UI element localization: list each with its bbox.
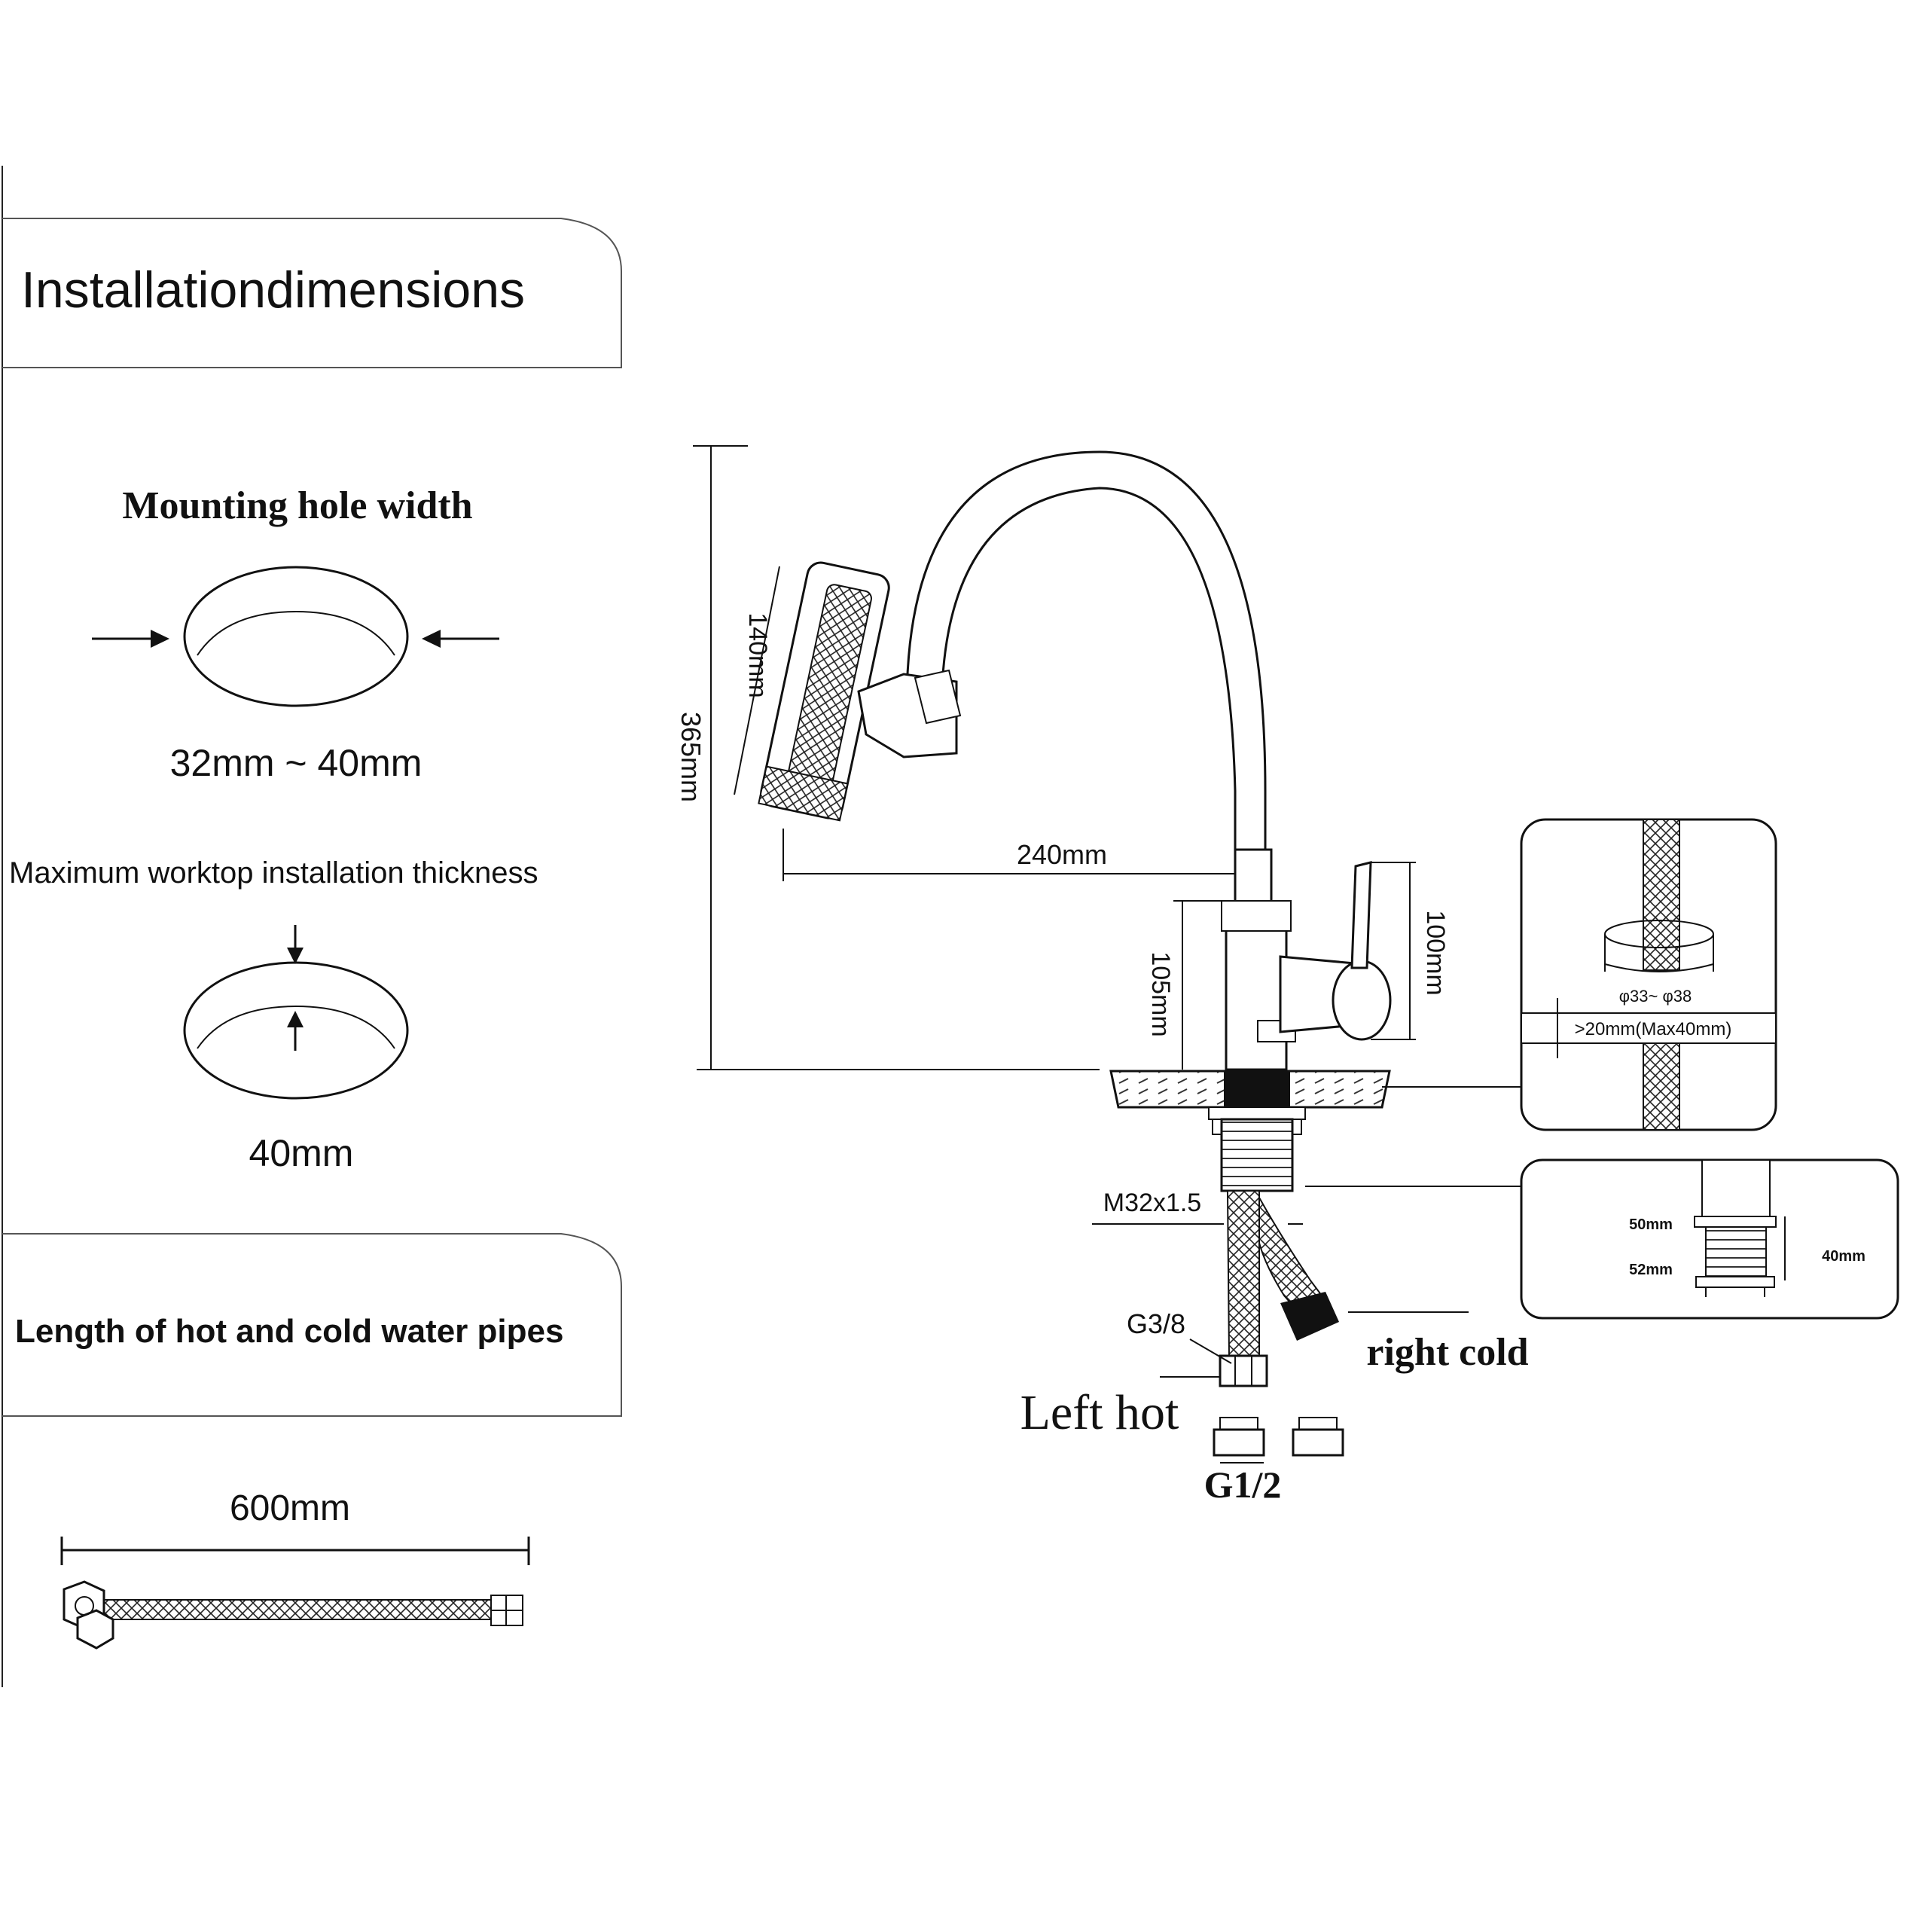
left-panel: Installationdimensions Mounting hole wid… — [2, 166, 622, 1687]
reach-label: 240mm — [1017, 839, 1107, 870]
faucet-handle — [1350, 861, 1372, 969]
worktop-heading: Maximum worktop installation thickness — [9, 856, 538, 890]
sprayer-dimension-line — [734, 566, 780, 795]
nut-label-right: 40mm — [1822, 1248, 1865, 1265]
arrow-down-icon — [287, 925, 304, 964]
nut-label-top: 50mm — [1629, 1216, 1673, 1233]
pipe-length-dimension — [60, 1537, 530, 1565]
hot-hose — [1226, 1190, 1260, 1357]
braided-hose-icon — [63, 1580, 523, 1650]
mounting-hole-inner-edge — [197, 610, 395, 656]
arrow-left-icon — [422, 630, 499, 648]
faucet-body — [1221, 848, 1392, 1071]
mounting-seal — [1224, 1071, 1290, 1107]
hose-thread-label: G3/8 — [1127, 1308, 1185, 1339]
pipe-length-label: 600mm — [230, 1488, 350, 1528]
right-cold-label: right cold — [1366, 1331, 1528, 1374]
mounting-hole-drawing — [183, 566, 409, 707]
handle-height-label: 100mm — [1421, 910, 1450, 995]
mounting-hole-ellipse — [183, 566, 409, 707]
pipes-heading: Length of hot and cold water pipes — [15, 1313, 563, 1350]
total-height-label: 365mm — [676, 712, 706, 802]
threaded-shank — [1220, 1118, 1294, 1192]
mounting-plate — [1208, 1106, 1306, 1120]
arrow-right-icon — [92, 630, 169, 648]
spray-connector — [857, 669, 962, 758]
thread-label: M32x1.5 — [1103, 1189, 1201, 1217]
adapter-left — [1213, 1417, 1265, 1457]
spout-outer — [906, 450, 1267, 851]
adapter-thread-label: G1/2 — [1204, 1463, 1282, 1506]
mounting-hole-range: 32mm ~ 40mm — [170, 742, 423, 784]
nut-label-bottom: 52mm — [1629, 1262, 1673, 1278]
hole-thickness-label: >20mm(Max40mm) — [1575, 1019, 1732, 1039]
spray-head — [758, 561, 890, 822]
body-height-label: 105mm — [1146, 951, 1175, 1036]
arrow-up-icon — [287, 1011, 304, 1051]
left-hot-label: Left hot — [1020, 1385, 1179, 1440]
nut-detail: 50mm 52mm 40mm — [1305, 1158, 1899, 1320]
worktop-thickness-value: 40mm — [249, 1132, 354, 1174]
adapter-right — [1292, 1417, 1344, 1457]
mounting-hole-heading: Mounting hole width — [122, 484, 472, 527]
worktop-hole-inner-edge — [197, 1005, 395, 1049]
section-title: Installationdimensions — [21, 261, 525, 319]
title-tab-frame — [2, 218, 622, 368]
faucet-drawing: 365mm 140mm 240mm — [676, 445, 1529, 1506]
cold-hose-nut — [1280, 1292, 1339, 1341]
hole-diameter-label: φ33~ φ38 — [1619, 987, 1692, 1006]
spout-inner — [941, 487, 1237, 851]
hole-detail: φ33~ φ38 >20mm(Max40mm) — [1382, 818, 1777, 1131]
pipes-tab-frame — [2, 1233, 622, 1417]
